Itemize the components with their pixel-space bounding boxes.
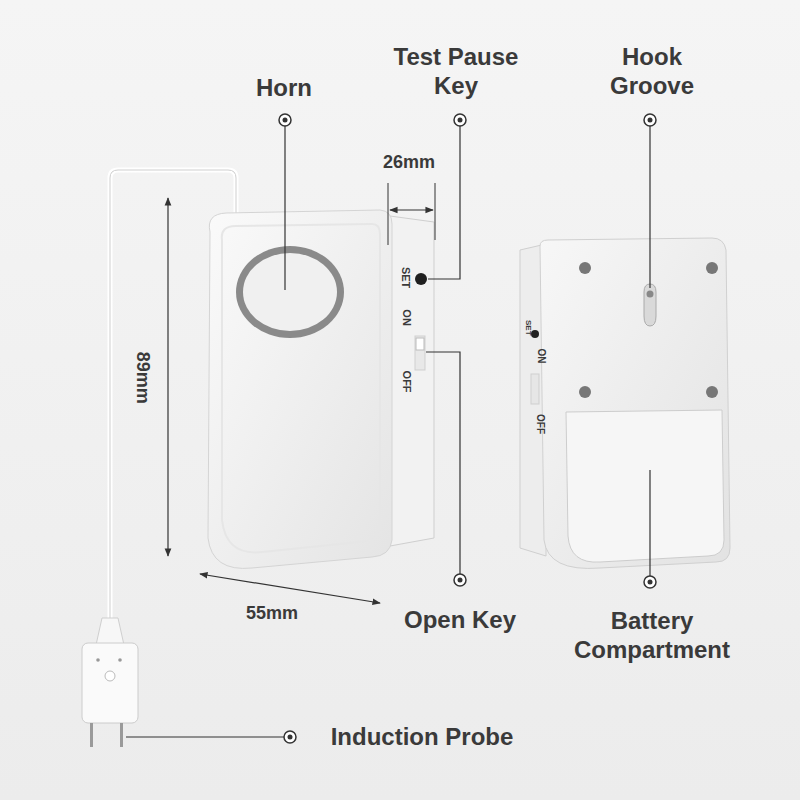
device-side	[390, 216, 434, 546]
leader-line	[649, 470, 650, 576]
battery-cover	[566, 410, 724, 562]
part-callout: Hook Groove	[592, 43, 712, 101]
dimension-line	[390, 209, 433, 210]
leader-dot-core	[288, 735, 293, 740]
device-front	[208, 210, 392, 568]
probe-button	[105, 671, 115, 681]
switch-marking: OFF	[534, 414, 546, 434]
leader-lines	[126, 126, 650, 737]
leader-dot	[454, 114, 466, 126]
dimension-label: 55mm	[246, 603, 298, 625]
switch-knob	[416, 338, 424, 350]
screw-hole	[706, 262, 718, 274]
probe-dot	[118, 658, 122, 662]
back-switch	[531, 374, 539, 404]
leader-dot-core	[648, 580, 653, 585]
leader-dot	[644, 576, 656, 588]
part-callout: Test Pause Key	[381, 43, 531, 101]
horn-ring	[236, 246, 344, 338]
probe-neck	[96, 618, 124, 645]
device-back	[540, 238, 730, 568]
switch-marking: OFF	[399, 371, 412, 393]
leader-dot-core	[458, 578, 463, 583]
hook-groove	[644, 284, 656, 326]
screw-hole	[579, 262, 591, 274]
test-pause-button	[415, 273, 427, 285]
part-callout: Induction Probe	[331, 723, 514, 752]
leader-line	[126, 736, 284, 737]
leader-dot-core	[458, 118, 463, 123]
front-panel-contour	[222, 224, 380, 552]
dimension-tick	[388, 183, 389, 245]
dimension-tick	[435, 183, 436, 240]
leader-dot-core	[283, 118, 288, 123]
screw-hole	[706, 386, 718, 398]
hook-hole	[647, 291, 654, 298]
switch-marking: SET	[399, 267, 412, 288]
induction-probe	[82, 643, 138, 723]
leader-line	[428, 126, 460, 279]
probe-pin	[90, 723, 93, 747]
leader-line	[649, 126, 650, 288]
switch-marking: SET	[523, 320, 533, 336]
leader-dot	[284, 731, 296, 743]
dimension-line	[167, 198, 168, 556]
part-callout: Battery Compartment	[547, 607, 757, 665]
leader-dot-core	[648, 118, 653, 123]
switch-marking: ON	[534, 349, 546, 364]
leader-dot	[644, 114, 656, 126]
dimension-label: 89mm	[131, 352, 153, 404]
switch-marking: ON	[399, 310, 412, 327]
probe-pin	[120, 723, 123, 747]
leader-line	[426, 352, 460, 574]
leader-dot	[279, 114, 291, 126]
horn	[243, 253, 337, 331]
switch-slot	[415, 336, 425, 370]
screw-hole	[579, 386, 591, 398]
leader-dot	[454, 574, 466, 586]
part-callout: Open Key	[404, 606, 516, 635]
probe-dot	[96, 658, 100, 662]
leader-line	[284, 126, 285, 290]
part-callout: Horn	[256, 74, 312, 103]
dimension-line	[200, 574, 380, 603]
dimension-label: 26mm	[383, 152, 435, 174]
